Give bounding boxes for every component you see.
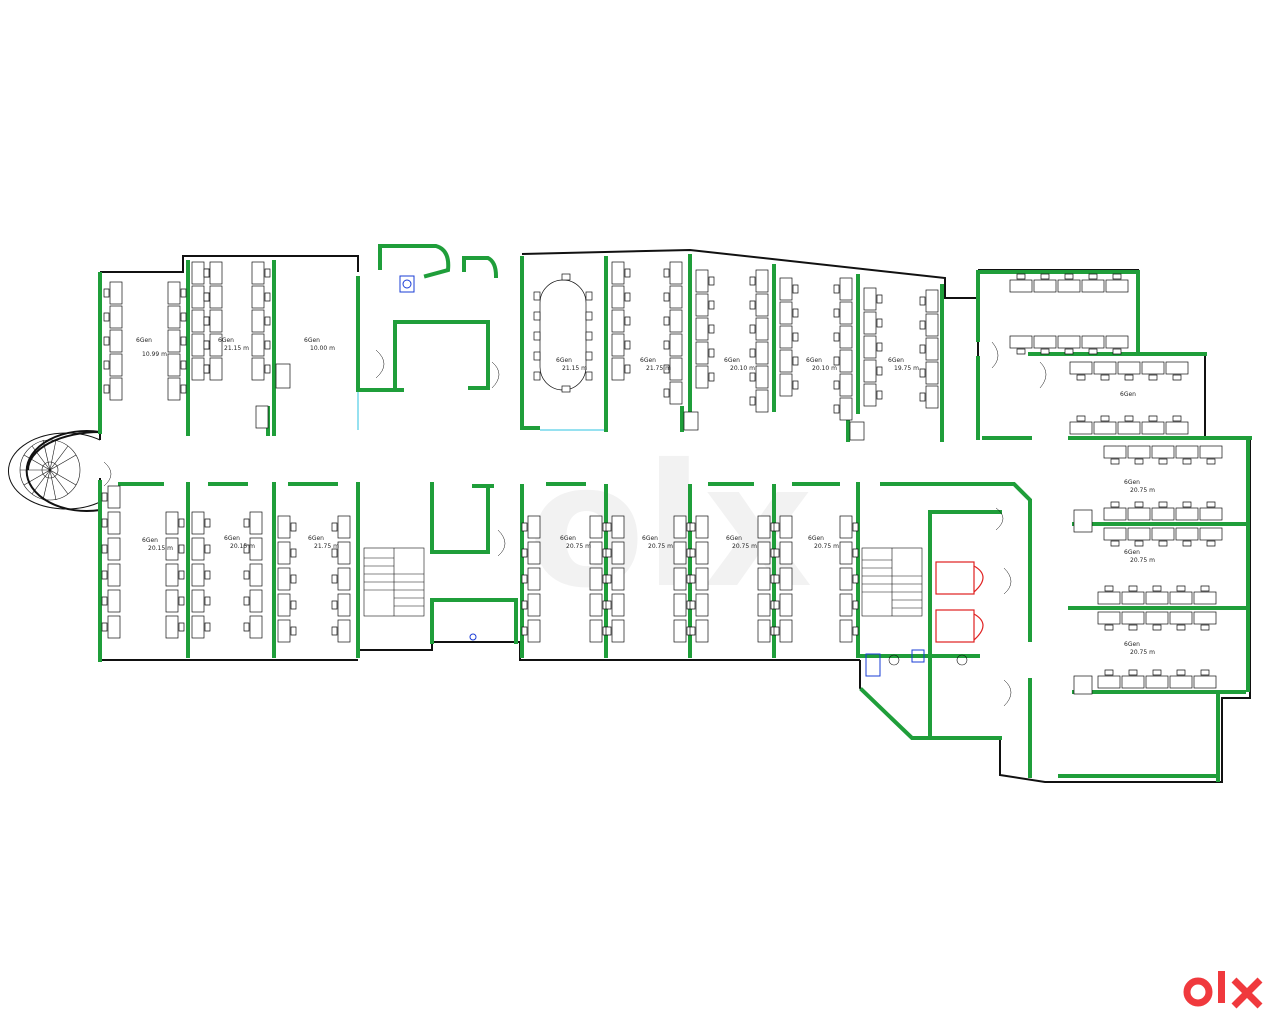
room-tag: 6Gen xyxy=(642,535,658,542)
conference-table xyxy=(533,273,593,393)
room-labels: 6Gen 10.99 m 6Gen 21.15 m 6Gen 10.00 m 6… xyxy=(136,337,1155,656)
room-tag: 6Gen xyxy=(888,357,904,364)
room-tag: 6Gen xyxy=(1124,641,1140,648)
olx-logo xyxy=(1183,971,1263,1009)
room-area: 20.10 m xyxy=(730,365,755,372)
room-tag: 6Gen xyxy=(560,535,576,542)
room-tag: 6Gen xyxy=(726,535,742,542)
room-tag: 6Gen xyxy=(1120,391,1136,398)
room-area: 20.10 m xyxy=(812,365,837,372)
room-area: 10.00 m xyxy=(310,345,335,352)
room-tag: 6Gen xyxy=(808,535,824,542)
room-tag: 6Gen xyxy=(556,357,572,364)
room-tag: 6Gen xyxy=(304,337,320,344)
room-tag: 6Gen xyxy=(806,357,822,364)
partition-walls-right xyxy=(976,270,1252,782)
room-area: 21.75 m xyxy=(314,543,339,550)
workstations-right xyxy=(1009,273,1223,695)
room-area: 20.15 m xyxy=(148,545,173,552)
workstation-group xyxy=(611,261,683,405)
room-area: 21.15 m xyxy=(224,345,249,352)
workstation-group xyxy=(101,485,185,639)
room-tag: 6Gen xyxy=(218,337,234,344)
room-area: 20.75 m xyxy=(1130,557,1155,564)
workstation-group xyxy=(683,269,769,431)
room-area: 20.75 m xyxy=(732,543,757,550)
wc-fixtures xyxy=(399,275,968,677)
room-tag: 6Gen xyxy=(224,535,240,542)
workstation-group xyxy=(779,277,853,421)
staircase-right xyxy=(861,547,923,617)
fire-doors xyxy=(935,561,984,643)
room-tag: 6Gen xyxy=(724,357,740,364)
room-tag: 6Gen xyxy=(1124,549,1140,556)
room-tag: 6Gen xyxy=(308,535,324,542)
spiral-staircase xyxy=(7,430,101,512)
room-area: 20.75 m xyxy=(1130,649,1155,656)
room-area: 20.75 m xyxy=(1130,487,1155,494)
door-swings xyxy=(103,341,1047,707)
room-area: 20.75 m xyxy=(648,543,673,550)
room-tag: 6Gen xyxy=(136,337,152,344)
workstation-group xyxy=(849,287,939,441)
room-tag: 6Gen xyxy=(640,357,656,364)
room-area: 21.15 m xyxy=(562,365,587,372)
room-area: 20.75 m xyxy=(566,543,591,550)
staircase-left xyxy=(363,547,425,617)
room-area: 20.75 m xyxy=(814,543,839,550)
room-tag: 6Gen xyxy=(142,537,158,544)
room-area: 19.75 m xyxy=(894,365,919,372)
room-area: 20.15 m xyxy=(230,543,255,550)
workstation-group xyxy=(191,261,291,429)
room-area: 21.75 m xyxy=(646,365,671,372)
partition-walls-top xyxy=(98,244,944,442)
workstation-group xyxy=(191,511,263,639)
workstations-top xyxy=(103,261,939,441)
room-tag: 6Gen xyxy=(1124,479,1140,486)
room-area: 10.99 m xyxy=(142,351,167,358)
